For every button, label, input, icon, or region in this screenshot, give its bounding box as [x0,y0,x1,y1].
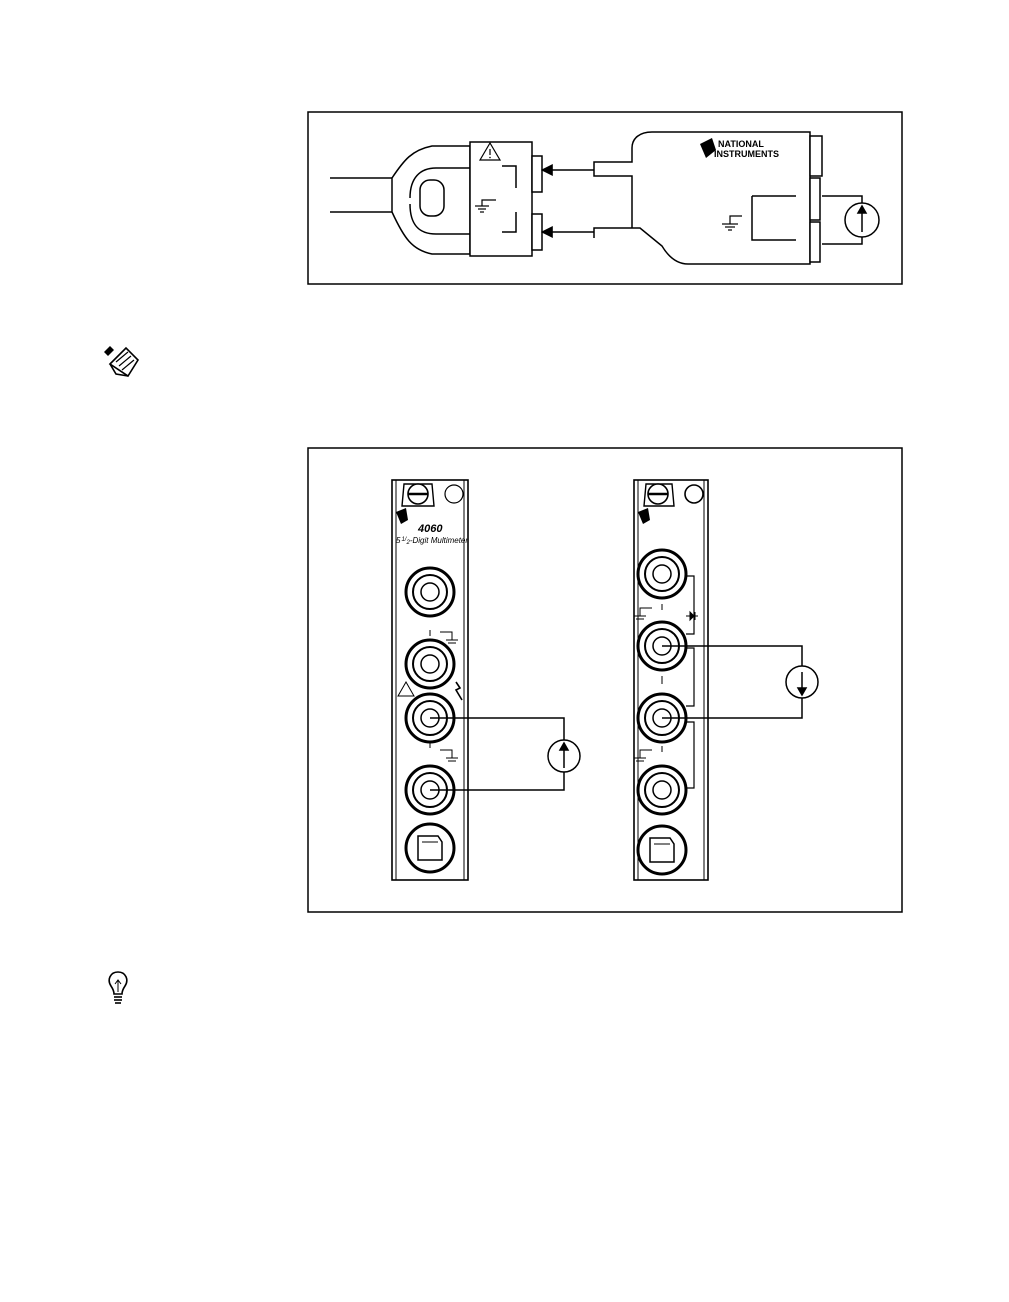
cable-wires [330,178,392,212]
panel-screw-icon [402,484,434,506]
model-number: 4060 [417,523,443,535]
note-pad-icon [104,346,138,376]
jack-r1 [638,550,686,598]
panel-screw-icon [644,484,674,506]
figure-top: NATIONAL INSTRUMENTS [308,112,902,284]
jack-2 [406,640,454,688]
jack-1 [406,568,454,616]
jack-r4 [638,766,686,814]
figure-bottom: 4060 51/2-Digit Multimeter [308,448,902,912]
trigger-connector [638,826,686,874]
status-led-icon [685,485,703,503]
brand-line-2: INSTRUMENTS [714,149,779,159]
trigger-connector [406,824,454,872]
multimeter-front-panel: 4060 51/2-Digit Multimeter [392,480,468,880]
cable-plug [392,146,470,254]
brand-line-1: NATIONAL [718,139,764,149]
dmm-front-panel-right [634,480,708,880]
current-source-top [822,196,879,244]
lightbulb-icon [109,972,127,1003]
status-led-icon [445,485,463,503]
